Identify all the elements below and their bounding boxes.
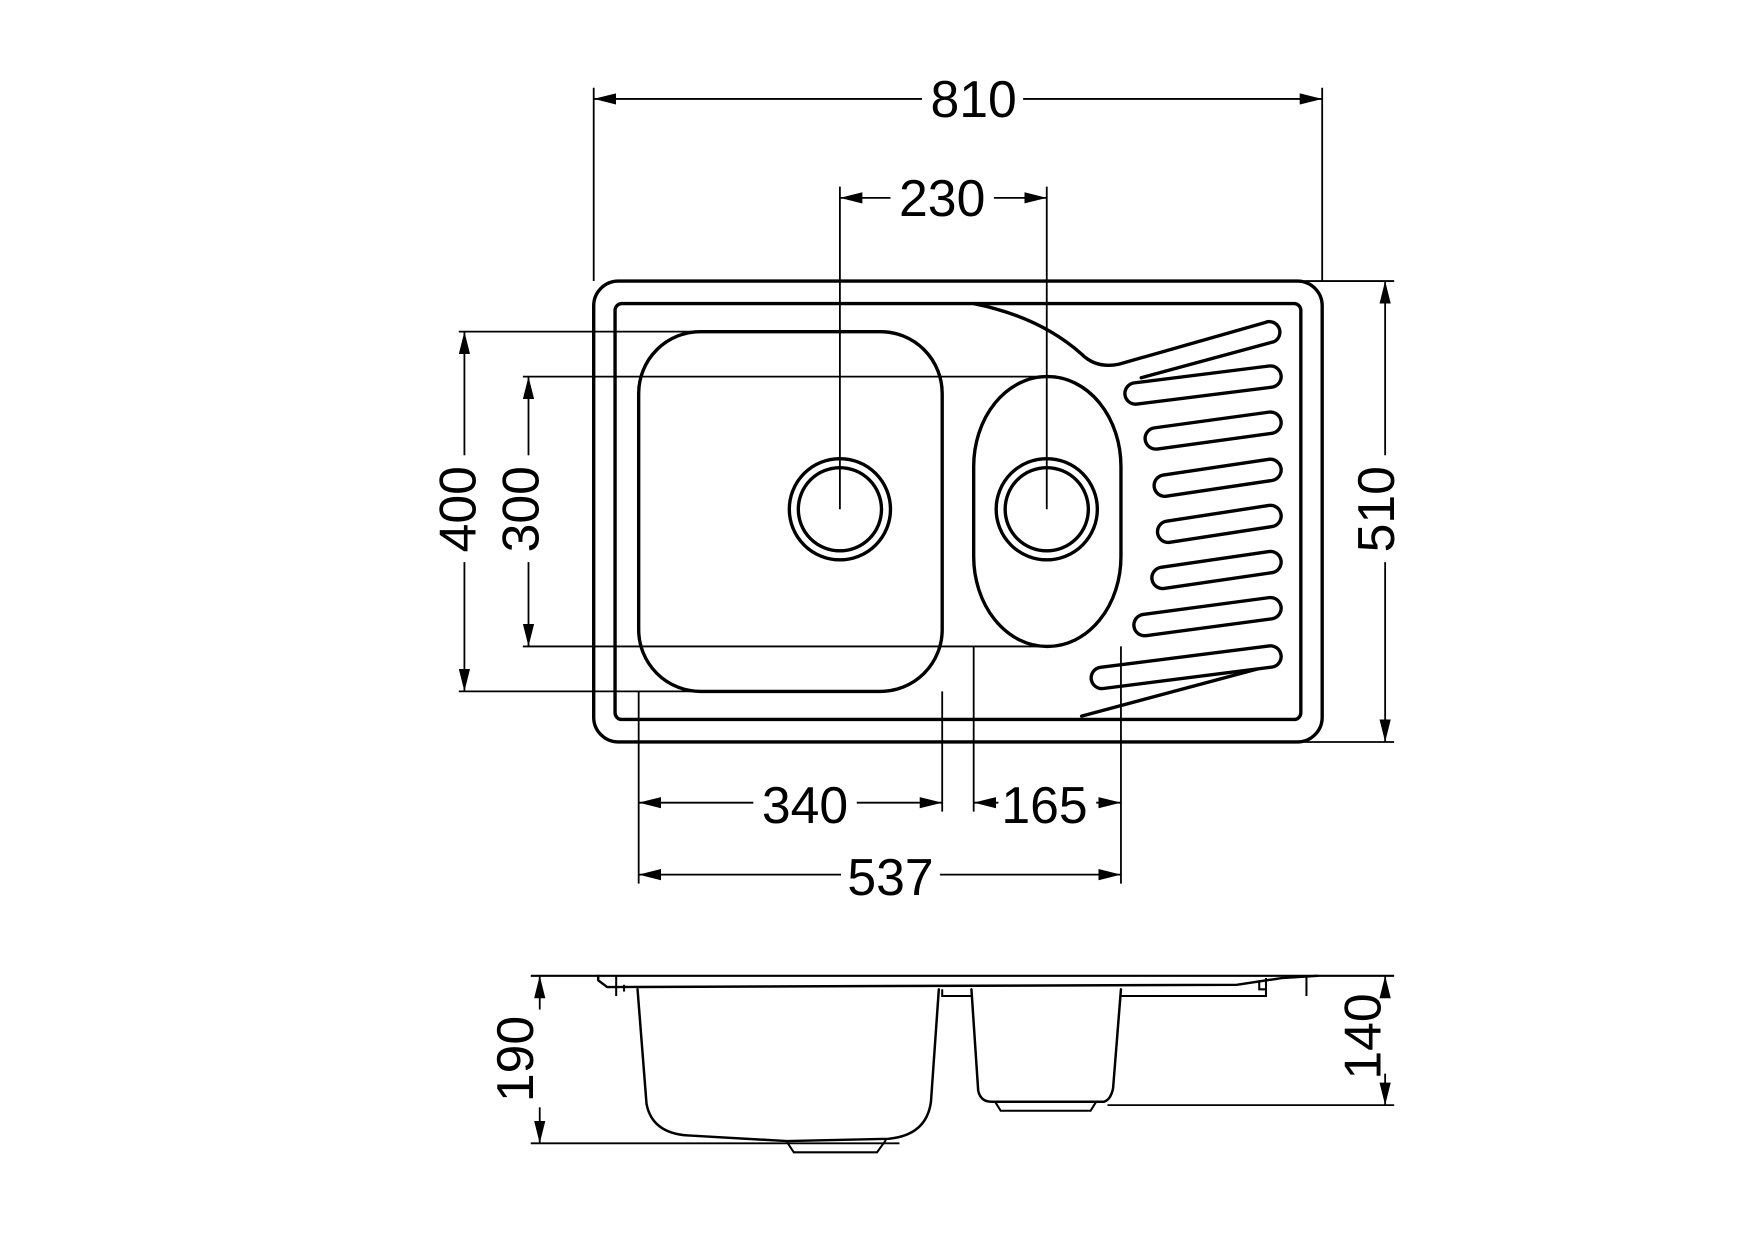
dimension-drain-spacing: 230 — [839, 169, 1048, 510]
second-bowl-drain-outlet — [994, 1101, 1098, 1112]
dimension-label: 300 — [492, 466, 550, 552]
drainboard-slot-inner — [1146, 413, 1280, 448]
dimension-main-bowl-width: 340 — [637, 691, 944, 884]
main-bowl-drain-outlet — [786, 1139, 887, 1154]
dimension-label: 230 — [899, 169, 985, 227]
sink-outer-edge — [592, 279, 1324, 744]
dimension-label: 140 — [1334, 993, 1392, 1079]
dimension-label: 537 — [847, 848, 933, 906]
drainboard-slots — [1089, 364, 1283, 691]
dimension-main-bowl-length: 400 — [429, 330, 703, 693]
drainboard-bottom-edge — [1079, 663, 1273, 718]
dimension-second-bowl-depth: 140 — [1107, 975, 1395, 1106]
dimension-label: 340 — [762, 776, 848, 834]
second-bowl-profile — [970, 988, 1123, 1103]
dimension-label: 400 — [429, 466, 487, 552]
drainboard-slot-inner — [1135, 599, 1280, 635]
drainboard-slot-inner — [1153, 553, 1280, 587]
dimension-second-bowl-length: 300 — [492, 375, 1046, 648]
dimension-label: 190 — [486, 1016, 544, 1102]
side-view: 190 140 — [486, 974, 1395, 1154]
dimension-overall-width: 810 — [592, 70, 1324, 282]
dimension-bowls-total-width: 537 — [638, 848, 1121, 906]
dimension-main-bowl-depth: 190 — [486, 975, 900, 1145]
sink-inner-edge — [613, 301, 1303, 722]
dimension-label: 165 — [1001, 776, 1087, 834]
dimension-overall-depth: 510 — [1304, 280, 1405, 743]
main-bowl-profile — [636, 988, 941, 1143]
drainboard — [971, 301, 1283, 718]
dimension-label: 810 — [931, 70, 1017, 128]
main-bowl — [636, 329, 944, 694]
drainboard-slot-inner — [1092, 647, 1280, 687]
drainboard-slot-inner — [1155, 460, 1280, 495]
top-view: 810 230 400 300 — [429, 70, 1405, 906]
dimension-label: 510 — [1347, 466, 1405, 552]
drainboard-slot-inner — [1159, 507, 1280, 541]
dimension-second-bowl-width: 165 — [972, 646, 1122, 884]
drainboard-slot-inner — [1126, 367, 1280, 403]
drainboard-top-ridge — [971, 301, 1282, 380]
